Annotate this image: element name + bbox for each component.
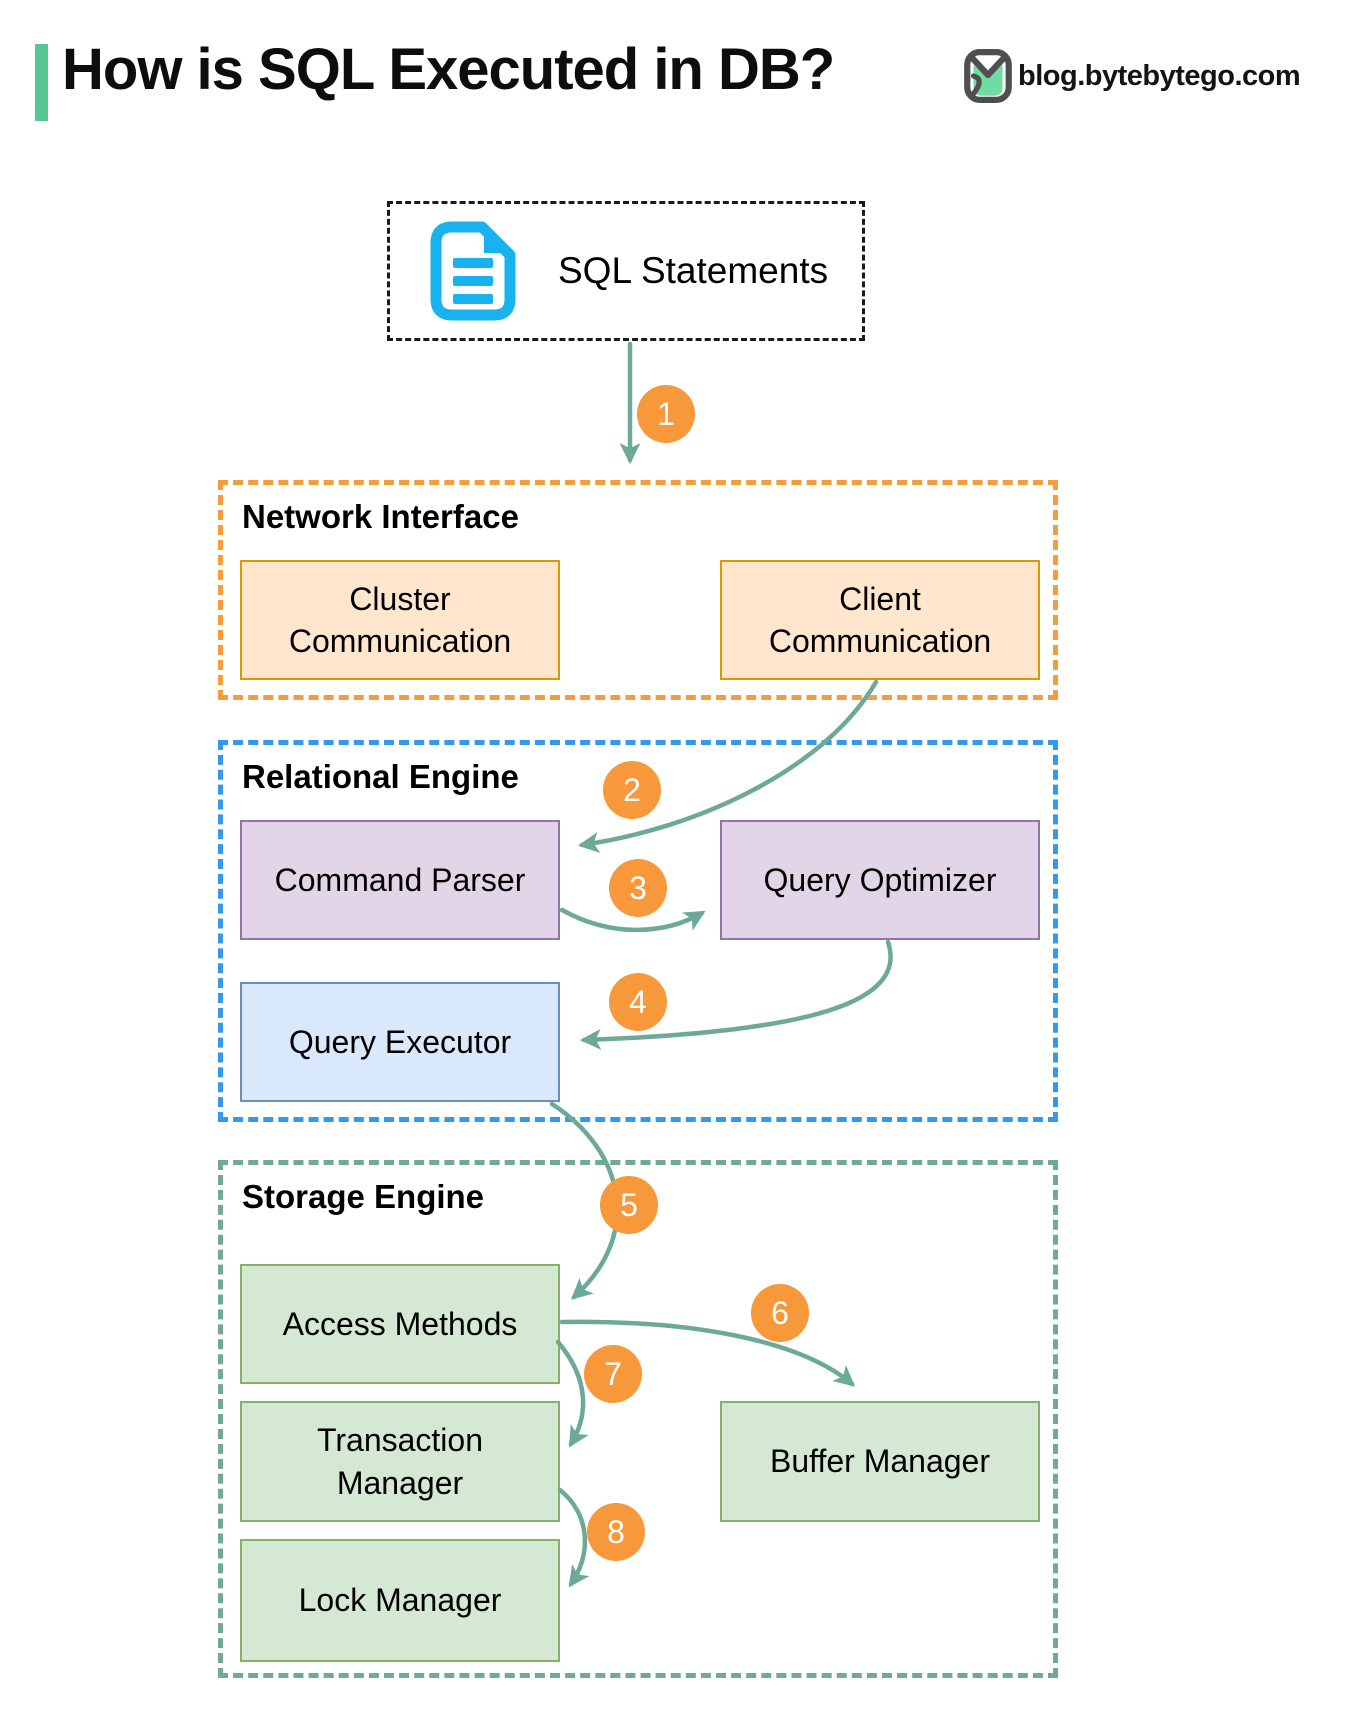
node-query-executor: Query Executor	[240, 982, 560, 1102]
node-lock-manager: Lock Manager	[240, 1539, 560, 1662]
site-url-text: blog.bytebytego.com	[1018, 59, 1301, 92]
section-relational-engine-label: Relational Engine	[242, 758, 519, 795]
step-badge-6: 6	[751, 1284, 809, 1342]
bytebytego-logo-icon	[964, 49, 1012, 103]
node-transaction-manager: Transaction Manager	[240, 1401, 560, 1522]
step-badge-3: 3	[609, 859, 667, 917]
page-title: How is SQL Executed in DB?	[62, 37, 835, 102]
step-badge-2: 2	[603, 761, 661, 819]
step-badge-4: 4	[609, 973, 667, 1031]
sql-statements-label: SQL Statements	[558, 250, 829, 291]
title-accent-bar	[35, 44, 48, 121]
section-storage-engine: Storage Engine	[218, 1160, 1058, 1678]
node-command-parser: Command Parser	[240, 820, 560, 940]
node-buffer-manager: Buffer Manager	[720, 1401, 1040, 1522]
node-cluster-communication: Cluster Communication	[240, 560, 560, 680]
section-network-interface-label: Network Interface	[242, 498, 519, 535]
document-icon	[430, 221, 516, 321]
section-storage-engine-label: Storage Engine	[242, 1178, 485, 1215]
step-badge-7: 7	[584, 1345, 642, 1403]
step-badge-5: 5	[600, 1176, 658, 1234]
node-client-communication: Client Communication	[720, 560, 1040, 680]
node-query-optimizer: Query Optimizer	[720, 820, 1040, 940]
site-logo: blog.bytebytego.com	[962, 48, 1301, 104]
step-badge-1: 1	[637, 385, 695, 443]
node-access-methods: Access Methods	[240, 1264, 560, 1384]
step-badge-8: 8	[587, 1503, 645, 1561]
sql-statements-box: SQL Statements	[387, 201, 865, 341]
